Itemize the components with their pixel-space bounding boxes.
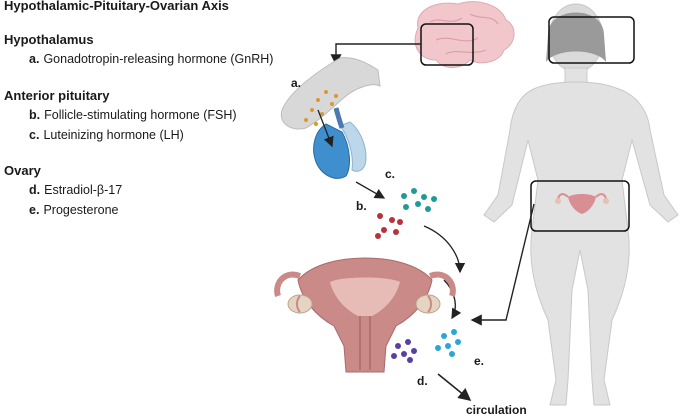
uterus-icon (274, 257, 456, 373)
item-text: Estradiol-β-17 (44, 183, 123, 197)
pelvis-highlight-box (530, 180, 630, 232)
arrow-hormones-to-ovary (423, 225, 466, 274)
item-letter: d. (29, 183, 41, 197)
section-heading-hypothalamus: Hypothalamus (4, 32, 94, 47)
human-body-icon (483, 3, 679, 406)
item-letter: e. (29, 203, 40, 217)
item-gnrh: a.Gonadotropin-releasing hormone (GnRH) (29, 52, 273, 66)
arrow-to-circulation (437, 373, 472, 402)
item-lh: c.Luteinizing hormone (LH) (29, 128, 184, 142)
item-letter: c. (29, 128, 40, 142)
item-text: Progesterone (43, 203, 119, 217)
label-d: d. (417, 374, 428, 388)
progesterone-dots (435, 329, 461, 357)
item-letter: b. (29, 108, 41, 122)
arrow-pituitary-to-hormones (355, 181, 386, 199)
item-text: Gonadotropin-releasing hormone (GnRH) (43, 52, 274, 66)
item-estradiol: d.Estradiol-β-17 (29, 183, 122, 197)
label-c: c. (385, 167, 396, 181)
estradiol-dots (391, 339, 417, 363)
small-uterus-icon (555, 193, 609, 214)
head-highlight-box (548, 16, 635, 64)
item-letter: a. (29, 52, 40, 66)
label-a: a. (291, 76, 302, 90)
section-heading-ovary: Ovary (4, 163, 41, 178)
fsh-dots (375, 213, 403, 239)
label-b: b. (356, 199, 367, 213)
brain-icon (414, 1, 515, 68)
gnrh-dots (304, 90, 338, 126)
section-heading-anterior-pituitary: Anterior pituitary (4, 88, 110, 103)
arrow-brain-to-pituitary (330, 43, 421, 66)
arrow-to-ovary (443, 279, 462, 320)
lh-dots (401, 188, 437, 212)
pituitary-icon (280, 57, 381, 179)
diagram-title: Hypothalamic-Pituitary-Ovarian Axis (4, 0, 229, 13)
label-circulation: circulation (466, 403, 527, 417)
item-text: Luteinizing hormone (LH) (43, 128, 184, 142)
item-fsh: b.Follicle-stimulating hormone (FSH) (29, 108, 237, 122)
arrow-gnrh (317, 109, 334, 148)
arrow-body-to-ovary (470, 203, 535, 326)
item-text: Follicle-stimulating hormone (FSH) (44, 108, 237, 122)
label-e: e. (474, 354, 485, 368)
item-progesterone: e.Progesterone (29, 203, 119, 217)
